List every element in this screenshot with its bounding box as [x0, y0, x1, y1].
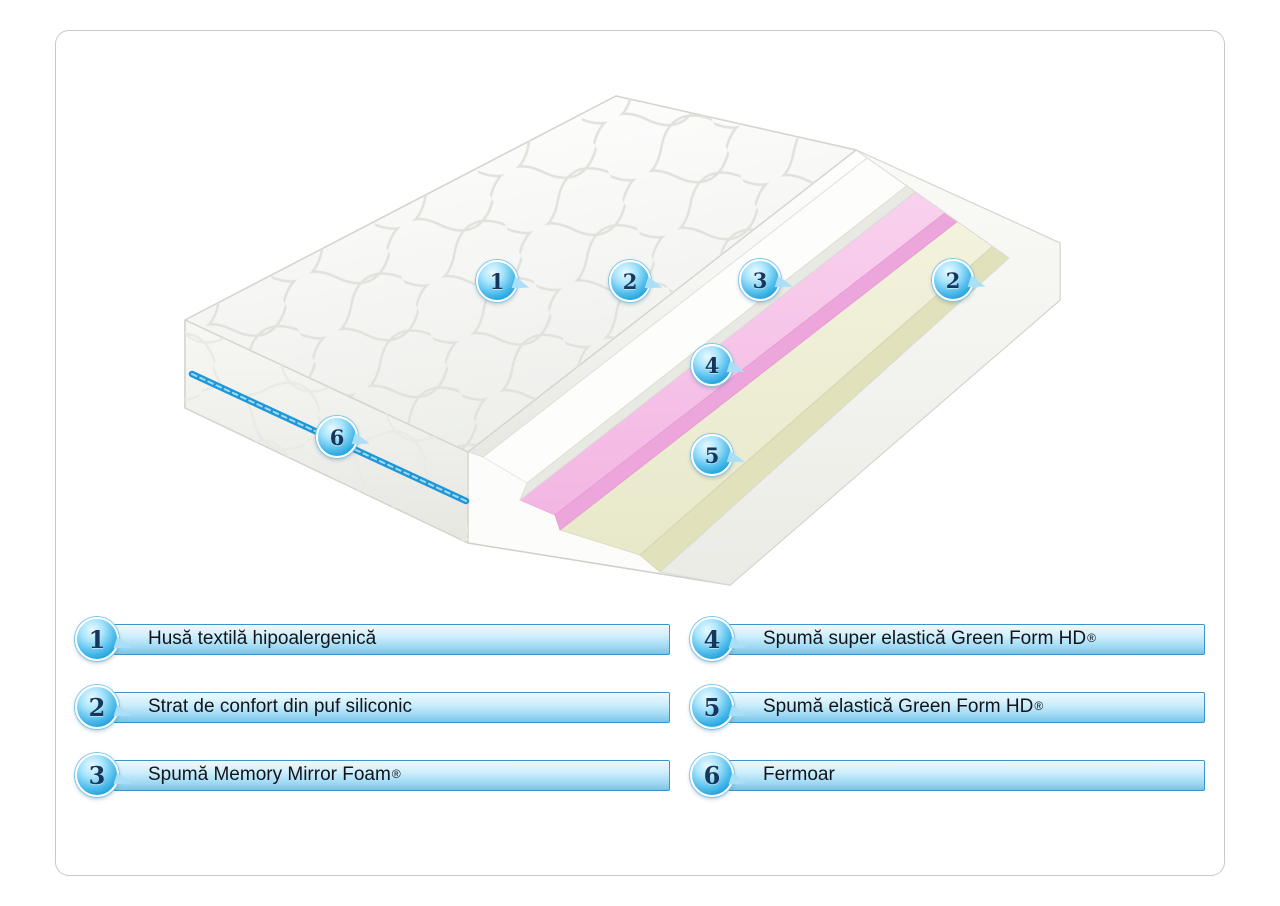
legend-label-3: Spumă Memory Mirror Foam® — [113, 759, 670, 791]
legend-badge-4: 4 — [690, 617, 749, 661]
badge-number: 5 — [704, 442, 720, 468]
legend-badge-5: 5 — [690, 685, 749, 729]
legend-number: 2 — [88, 692, 106, 722]
legend-item-3: 3 Spumă Memory Mirror Foam® — [75, 753, 670, 797]
legend-label-4: Spumă super elastică Green Form HD® — [728, 623, 1205, 655]
badge-4-super-elastic-foam: 4 — [691, 344, 747, 386]
legend-item-6: 6 Fermoar — [690, 753, 1205, 797]
badge-1-cover: 1 — [476, 260, 532, 302]
legend-text: Spumă super elastică Green Form HD — [763, 628, 1087, 649]
legend-text: Fermoar — [763, 764, 835, 785]
legend-item-5: 5 Spumă elastică Green Form HD® — [690, 685, 1205, 729]
legend-text: Strat de confort din puf siliconic — [148, 696, 413, 717]
legend-badge-1: 1 — [75, 617, 134, 661]
legend-text: Spumă Memory Mirror Foam — [148, 764, 391, 785]
badge-3-memory-foam: 3 — [739, 259, 795, 301]
legend-text: Husă textilă hipoalergenică — [148, 628, 377, 649]
badge-number: 6 — [329, 424, 345, 450]
legend-badge-3: 3 — [75, 753, 134, 797]
legend-number: 1 — [88, 624, 106, 654]
legend-label-2: Strat de confort din puf siliconic — [113, 691, 670, 723]
legend-number: 6 — [703, 760, 721, 790]
legend-item-1: 1 Husă textilă hipoalergenică — [75, 617, 670, 661]
legend-text: Spumă elastică Green Form HD — [763, 696, 1034, 717]
legend-item-4: 4 Spumă super elastică Green Form HD® — [690, 617, 1205, 661]
legend-label-1: Husă textilă hipoalergenică — [113, 623, 670, 655]
badge-6-zipper: 6 — [316, 416, 372, 458]
legend-badge-2: 2 — [75, 685, 134, 729]
badge-number: 4 — [704, 352, 720, 378]
badge-5-elastic-foam: 5 — [691, 434, 747, 476]
badge-2-comfort-top: 2 — [609, 260, 665, 302]
legend-label-5: Spumă elastică Green Form HD® — [728, 691, 1205, 723]
legend-badge-6: 6 — [690, 753, 749, 797]
badge-number: 1 — [489, 268, 505, 294]
legend-item-2: 2 Strat de confort din puf siliconic — [75, 685, 670, 729]
legend-number: 3 — [88, 760, 106, 790]
bottom-comfort-face — [658, 149, 1060, 585]
badge-number: 2 — [945, 267, 961, 293]
badge-2-comfort-bottom: 2 — [932, 259, 988, 301]
legend-number: 5 — [703, 692, 721, 722]
badge-number: 2 — [622, 268, 638, 294]
zipper-teeth — [191, 373, 467, 502]
legend-number: 4 — [703, 624, 721, 654]
badge-number: 3 — [752, 267, 768, 293]
legend-label-6: Fermoar — [728, 759, 1205, 791]
